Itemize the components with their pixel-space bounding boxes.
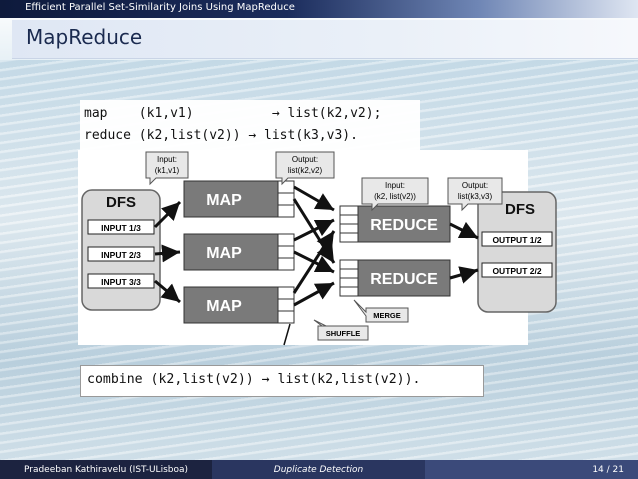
input-2-label: INPUT 2/3	[101, 250, 141, 260]
code-block-signatures: map (k1,v1) → list(k2,v2); reduce (k2,li…	[80, 100, 420, 152]
callout-reduce-input	[361, 177, 429, 212]
map-label-2: MAP	[206, 245, 242, 262]
callout-reduce-output	[447, 177, 503, 212]
map-box-1	[183, 180, 295, 218]
frame-title-bar: MapReduce	[12, 20, 638, 59]
map-label-1: MAP	[206, 192, 242, 209]
reduce-box-2	[339, 259, 451, 297]
callout-reduce-input-line2: (k2, list(v2))	[374, 192, 416, 201]
slide-footer: Pradeeban Kathiravelu (IST-ULisboa) Dupl…	[0, 460, 638, 479]
map-label-3: MAP	[206, 298, 242, 315]
output-1-label: OUTPUT 1/2	[492, 235, 541, 245]
callout-map-input	[145, 151, 189, 186]
input-3-box	[87, 273, 155, 289]
map-box-3	[183, 286, 295, 324]
mapreduce-diagram: DFS INPUT 1/3 INPUT 2/3 INPUT 3/3 MAP MA…	[78, 150, 557, 346]
output-2-box	[481, 262, 553, 278]
reduce-box-1	[339, 205, 451, 243]
reduce-label-1: REDUCE	[370, 217, 438, 234]
slide-headline-bar: Efficient Parallel Set-Similarity Joins …	[0, 0, 638, 18]
output-1-box	[481, 231, 553, 247]
input-1-box	[87, 219, 155, 235]
callout-map-input-line1: Input:	[157, 155, 177, 164]
dfs-input-label: DFS	[106, 194, 136, 211]
footer-page-number: 14 / 21	[425, 460, 638, 479]
callout-shuffle-label: SHUFFLE	[326, 329, 361, 338]
dfs-output-store	[477, 191, 557, 313]
callout-merge	[353, 299, 409, 323]
output-2-label: OUTPUT 2/2	[492, 266, 541, 276]
footer-section: Duplicate Detection	[212, 460, 425, 479]
reduce-to-output-arrows	[449, 221, 479, 284]
combine-pointer-line	[283, 323, 291, 346]
frame-title: MapReduce	[26, 25, 143, 49]
callout-map-output-line2: list(k2,v2)	[288, 166, 323, 175]
input-1-label: INPUT 1/3	[101, 223, 141, 233]
callout-merge-label: MERGE	[373, 311, 401, 320]
input-to-map-arrows	[153, 200, 182, 304]
reduce-signature: reduce (k2,list(v2)) → list(k3,v3).	[84, 128, 358, 143]
input-2-box	[87, 246, 155, 262]
combine-signature: combine (k2,list(v2)) → list(k2,list(v2)…	[87, 372, 421, 387]
callout-reduce-input-line1: Input:	[385, 181, 405, 190]
reduce-label-2: REDUCE	[370, 271, 438, 288]
callout-shuffle	[313, 319, 369, 341]
dfs-output-label: DFS	[505, 201, 535, 218]
callout-map-input-line2: (k1,v1)	[155, 166, 180, 175]
callout-reduce-output-line2: list(k3,v3)	[458, 192, 493, 201]
map-signature: map (k1,v1) → list(k2,v2);	[84, 106, 382, 121]
code-block-combine: combine (k2,list(v2)) → list(k2,list(v2)…	[80, 365, 484, 397]
shuffle-arrows	[292, 185, 336, 307]
callout-reduce-output-line1: Output:	[462, 181, 488, 190]
footer-author: Pradeeban Kathiravelu (IST-ULisboa)	[0, 460, 212, 479]
input-3-label: INPUT 3/3	[101, 277, 141, 287]
mapreduce-diagram-svg: DFS INPUT 1/3 INPUT 2/3 INPUT 3/3 MAP MA…	[81, 151, 557, 346]
presentation-title: Efficient Parallel Set-Similarity Joins …	[25, 2, 295, 13]
callout-map-output	[275, 151, 335, 186]
callout-map-output-line1: Output:	[292, 155, 318, 164]
